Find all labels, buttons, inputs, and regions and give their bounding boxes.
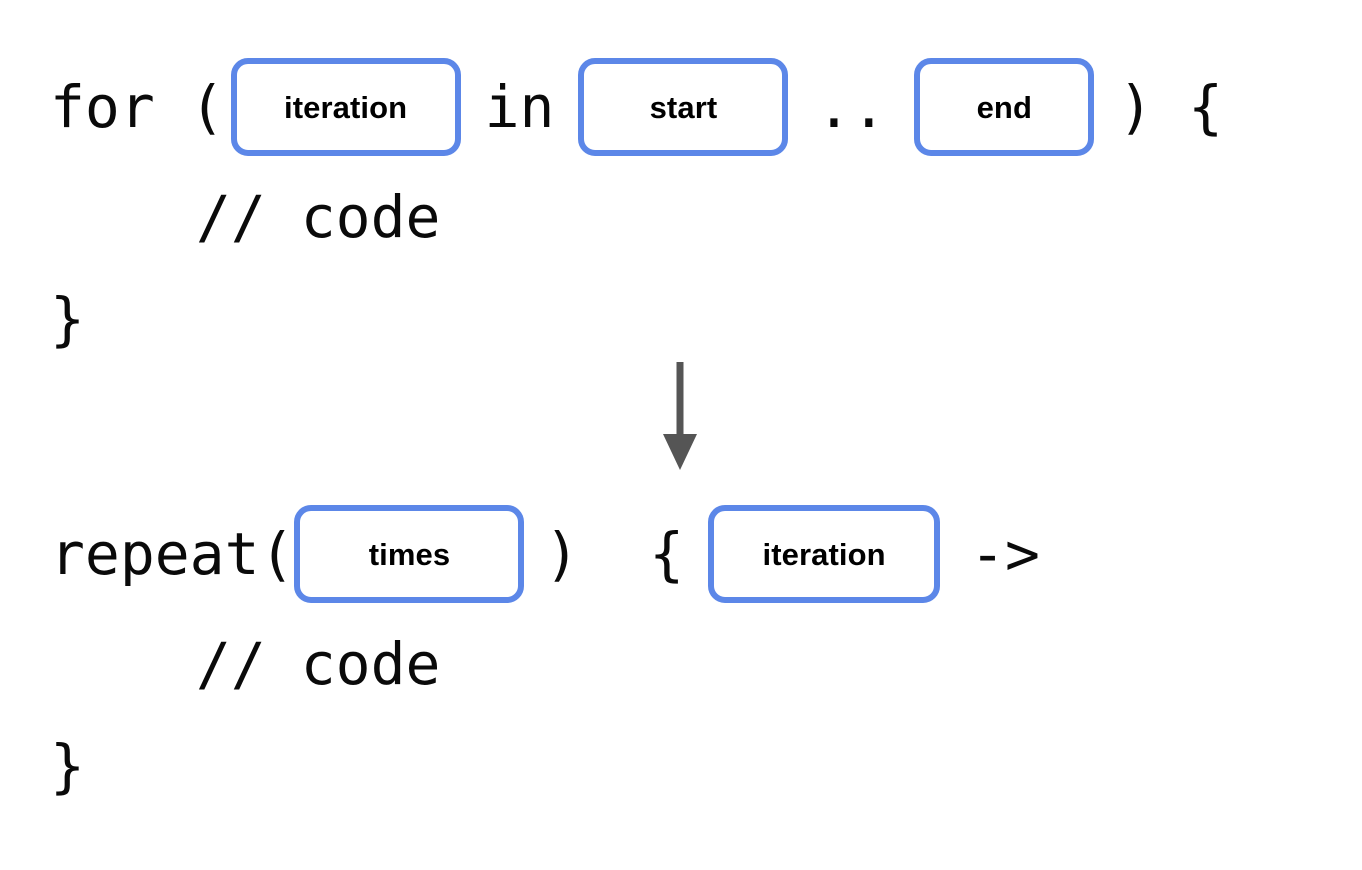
chip-end[interactable]: end <box>914 58 1095 156</box>
repeat-keyword-open-paren: repeat( <box>50 520 295 588</box>
chip-start[interactable]: start <box>578 58 789 156</box>
lambda-arrow-operator: -> <box>970 520 1040 588</box>
repeat-body-comment: // code <box>196 633 440 695</box>
close-paren-open-brace-before: ) { <box>1118 73 1224 141</box>
chip-iteration-after[interactable]: iteration <box>708 505 941 603</box>
in-keyword: in <box>484 73 555 141</box>
range-operator: .. <box>816 73 887 141</box>
comment-text-before: // code <box>196 183 441 251</box>
comment-text-after: // code <box>196 630 441 698</box>
arrow-down-icon <box>655 358 705 474</box>
repeat-signature-line: repeat( times ) { iteration -> <box>50 505 1040 603</box>
close-paren-open-brace-after: ) { <box>544 520 685 588</box>
closing-brace-after: } <box>50 732 85 800</box>
chip-iteration-before[interactable]: iteration <box>230 58 461 156</box>
repeat-closing-brace: } <box>50 735 85 797</box>
for-keyword-open-paren: for ( <box>50 73 225 141</box>
closing-brace-before: } <box>50 285 85 353</box>
for-loop-closing-brace: } <box>50 288 85 350</box>
for-loop-body-comment: // code <box>196 186 440 248</box>
chip-times[interactable]: times <box>294 505 525 603</box>
for-loop-signature-line: for ( iteration in start .. end ) { <box>50 58 1223 156</box>
